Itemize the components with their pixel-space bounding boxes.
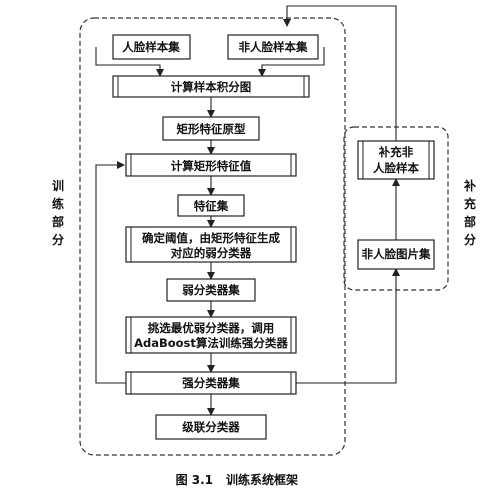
arrow-strongset-to-nonfaceimg (296, 268, 400, 384)
nonface-sample-set-label: 非人脸样本集 (239, 40, 308, 54)
threshold-line1-label: 确定阈值，由矩形特征生成 (142, 231, 280, 245)
svg-text:部: 部 (464, 214, 476, 229)
cascade-classifier-box (155, 414, 267, 440)
weak-classifier-set-label: 弱分类器集 (182, 283, 240, 297)
rect-feature-prototype-box (162, 116, 260, 141)
arrow-nonface-to-integral (258, 47, 325, 77)
pick-line1-label: 挑选最优弱分类器，调用 (148, 321, 275, 335)
feature-set-box (177, 194, 245, 217)
svg-text:部: 部 (52, 214, 64, 229)
figure-number: 图 3.1 (176, 473, 213, 487)
supplement-line2-label: 人脸样本 (373, 161, 419, 175)
cascade-classifier-label: 级联分类器 (182, 420, 240, 434)
integral-image-box (112, 75, 310, 98)
svg-text:练: 练 (52, 196, 64, 211)
threshold-weak-classifier-box (125, 226, 297, 263)
pick-best-adaboost-box (125, 316, 297, 354)
strong-classifier-set-box (125, 371, 297, 395)
face-sample-set-label: 人脸样本集 (122, 40, 180, 54)
svg-text:分: 分 (52, 232, 64, 247)
supplement-line1-label: 补充非 (378, 145, 414, 159)
integral-image-label: 计算样本积分图 (171, 80, 252, 94)
svg-text:训: 训 (52, 178, 64, 193)
training-region-label: 训 练 部 分 (52, 178, 64, 247)
svg-text:充: 充 (464, 196, 476, 211)
svg-text:分: 分 (464, 232, 476, 247)
strong-classifier-set-label: 强分类器集 (182, 376, 240, 390)
nonface-sample-set-box (227, 34, 319, 60)
face-sample-set-box (112, 34, 191, 60)
rect-feature-value-box (125, 153, 297, 177)
rect-feature-prototype-label: 矩形特征原型 (177, 122, 246, 136)
arrow-supp-to-nonface (283, 5, 397, 141)
figure-title: 训练系统框架 (226, 472, 298, 487)
weak-classifier-set-box (166, 278, 256, 302)
loop-left-feedback (95, 161, 126, 384)
nonface-image-set-label: 非人脸图片集 (362, 247, 431, 261)
rect-feature-value-label: 计算矩形特征值 (171, 159, 252, 173)
arrow-face-to-integral (95, 47, 164, 77)
training-region (79, 17, 346, 456)
supplement-nonface-sample-box (357, 140, 435, 180)
nonface-image-set-box (357, 239, 435, 270)
svg-text:补: 补 (463, 178, 476, 193)
pick-line2-label: AdaBoost算法训练强分类器 (134, 336, 288, 350)
threshold-line2-label: 对应的弱分类器 (171, 246, 252, 260)
supplement-region-label: 补 充 部 分 (463, 178, 476, 247)
feature-set-label: 特征集 (194, 199, 229, 213)
